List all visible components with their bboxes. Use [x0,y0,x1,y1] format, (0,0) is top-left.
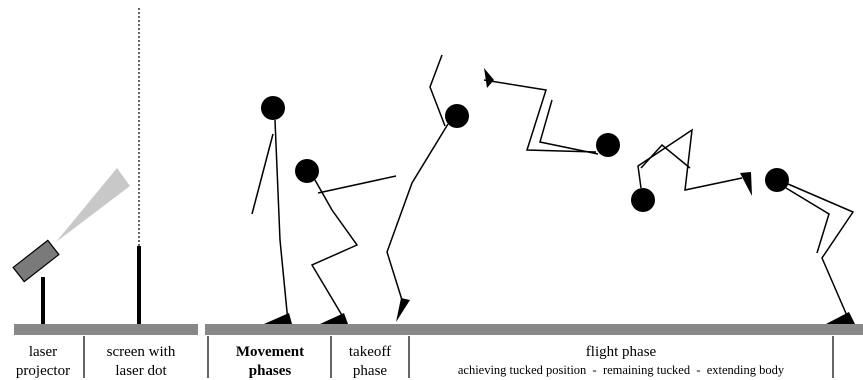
figure-tucking [483,68,620,157]
foot [826,312,855,324]
foot [484,68,494,88]
torso-legs [787,183,855,319]
label-flight-subphases: achieving tucked position - remaining tu… [458,363,785,377]
ground-bar-left [14,324,198,335]
laser-projector [12,168,130,324]
head [765,168,789,192]
arm [251,133,274,215]
label-projector: projector [16,363,70,379]
head [445,104,469,128]
torso-legs [310,179,359,323]
label-laser: laser [29,344,57,360]
label-flight-phase: flight phase [586,344,657,360]
arm [317,175,397,194]
projector-body [12,239,60,283]
head [295,159,319,183]
figure-standing [251,96,292,324]
label-screen-with: screen with [107,344,176,360]
label-takeoff: takeoff [349,344,391,360]
foot [740,172,752,196]
foot [320,313,348,324]
arm [539,99,599,155]
arm [429,54,446,127]
head [631,188,655,212]
body-leg [274,119,289,323]
head [596,133,620,157]
torso-legs [637,128,743,191]
figure-crouching [295,159,397,324]
foot [264,313,292,324]
figure-extending [765,168,855,324]
label-takeoff-phase: phase [353,363,387,379]
label-phases: phases [249,363,292,379]
laser-beam [56,168,130,242]
arm [640,143,691,169]
label-movement: Movement [236,344,304,360]
figure-tucked [631,128,752,212]
label-laser-dot: laser dot [115,363,167,379]
figure-takeoff [386,54,469,322]
head [261,96,285,120]
torso-legs [483,79,597,153]
arm [785,187,830,254]
foot [396,298,410,322]
body-leg [386,123,449,301]
ground-bar-right [205,324,863,335]
